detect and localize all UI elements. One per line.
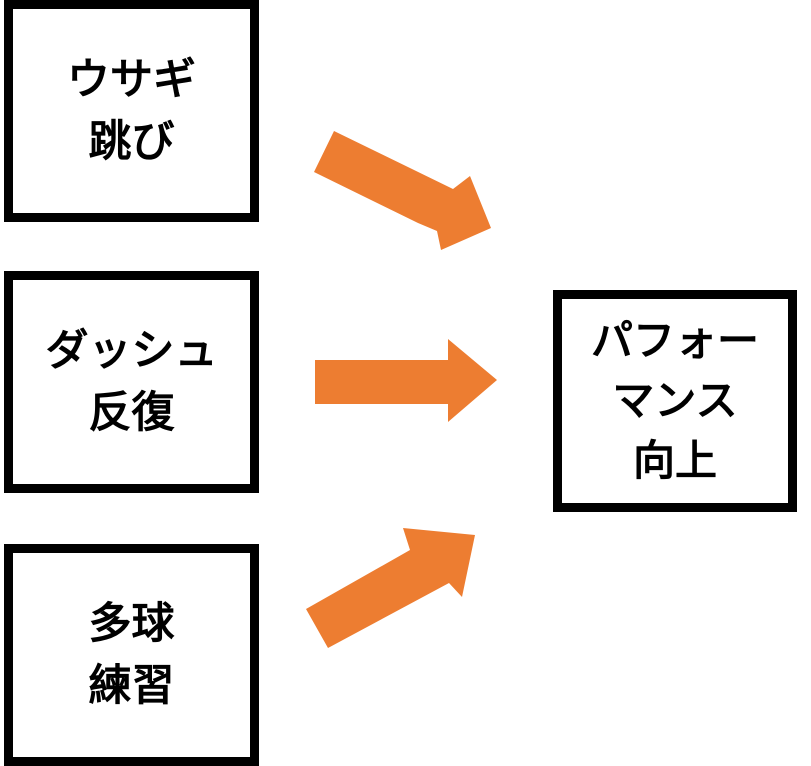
node-usagi-line-1: ウサギ: [67, 55, 196, 105]
node-dash-line-2: 反復: [88, 388, 175, 438]
node-usagi-tobi: ウサギ 跳び: [4, 0, 259, 222]
node-dash-hanpuku: ダッシュ 反復: [4, 271, 259, 493]
arrow-dash-to-performance: [315, 339, 497, 422]
arrow-takyu-to-performance: [306, 528, 475, 648]
node-dash-line-1: ダッシュ: [45, 326, 218, 376]
node-takyu-line-1: 多球: [88, 599, 175, 649]
node-performance-line-3: 向上: [632, 436, 717, 485]
arrow-usagi-to-performance: [314, 131, 491, 250]
node-performance-kojo: パフォー マンス 向上: [553, 290, 797, 512]
node-takyu-renshu: 多球 練習: [4, 544, 259, 766]
node-performance-line-2: マンス: [612, 376, 738, 425]
node-usagi-line-2: 跳び: [88, 117, 175, 167]
node-takyu-line-2: 練習: [88, 661, 175, 711]
node-performance-line-1: パフォー: [590, 316, 759, 365]
